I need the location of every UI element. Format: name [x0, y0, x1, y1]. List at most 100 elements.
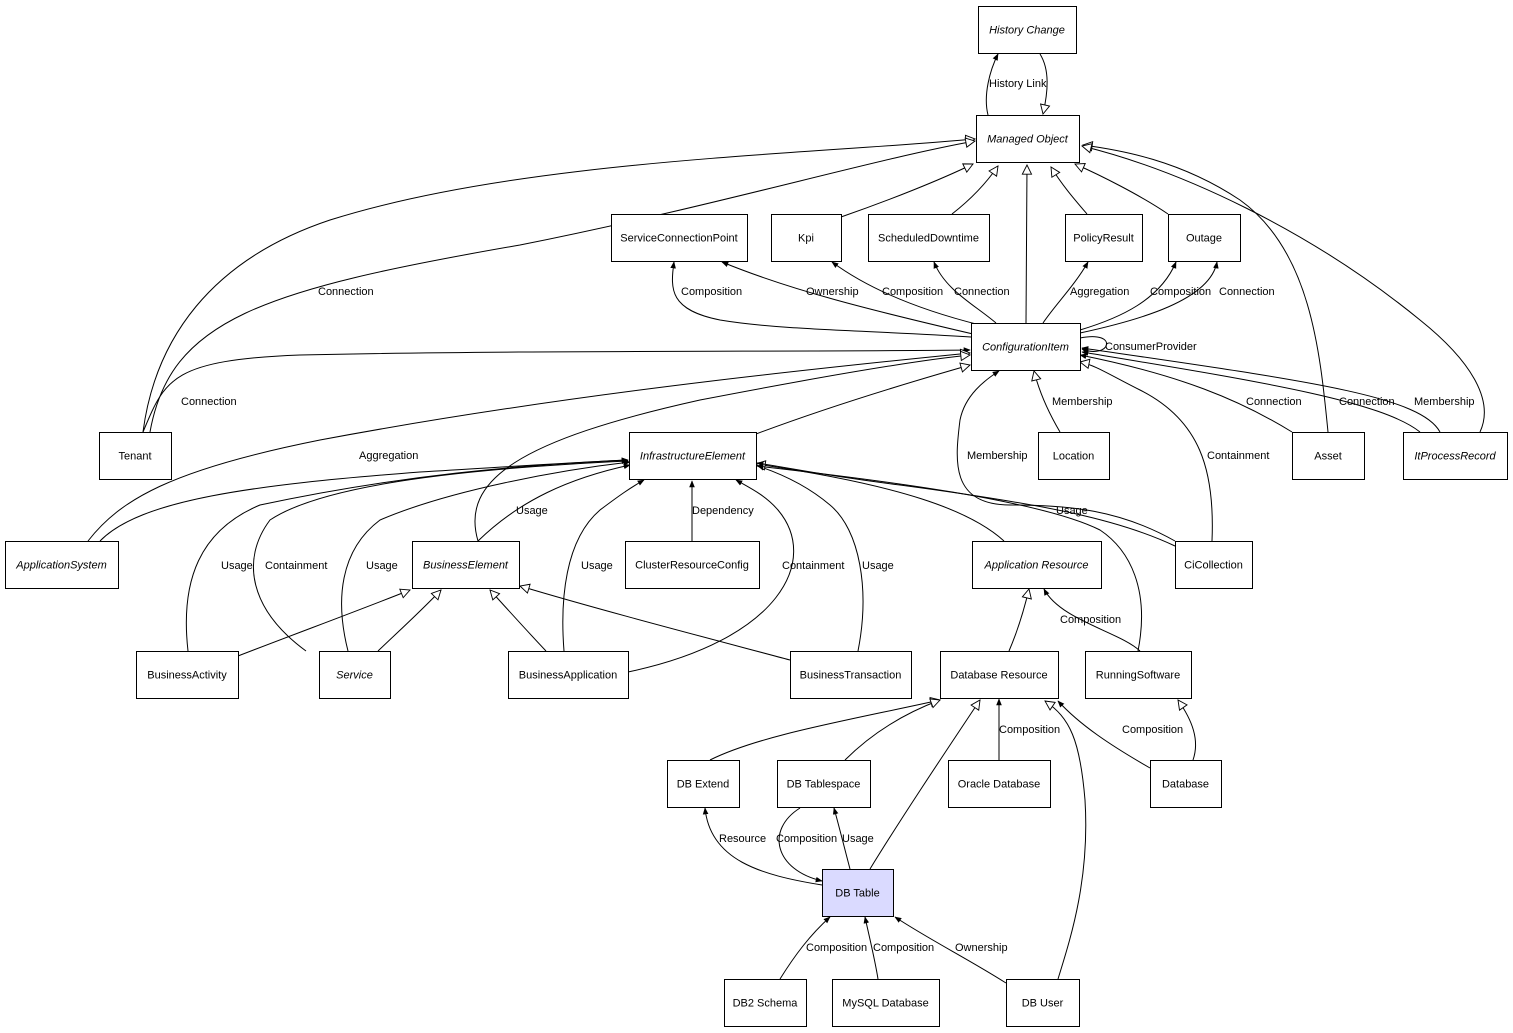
edge-label: Membership — [1052, 396, 1113, 408]
edge-it-process-record-to-configuration-item: Connection — [1081, 350, 1421, 433]
edge-label: Containment — [265, 560, 327, 572]
class-name: InfrastructureElement — [640, 451, 746, 463]
class-name: DB Tablespace — [787, 779, 861, 791]
class-node-cluster-resource-config[interactable]: ClusterResourceConfig — [625, 541, 760, 589]
class-node-asset[interactable]: Asset — [1292, 432, 1365, 480]
class-node-business-activity[interactable]: BusinessActivity — [136, 651, 239, 699]
inheritance-connector — [755, 365, 970, 435]
class-node-policy-result[interactable]: PolicyResult — [1065, 214, 1143, 262]
edge-db-tablespace-to-db-table: Composition — [776, 807, 837, 883]
inheritance-connector — [87, 353, 970, 542]
class-name: BusinessTransaction — [800, 670, 902, 682]
class-node-db-table[interactable]: DB Table — [822, 869, 894, 917]
association-connector — [1081, 346, 1441, 433]
class-node-business-application[interactable]: BusinessApplication — [508, 651, 629, 699]
edge-db-table-to-database-resource — [869, 700, 980, 870]
class-box — [1006, 979, 1080, 1027]
association-connector — [702, 807, 823, 886]
edge-configuration-item-to-scheduled-downtime: Connection — [933, 261, 1010, 324]
edge-label: Connection — [954, 286, 1010, 298]
class-node-configuration-item[interactable]: ConfigurationItem — [971, 323, 1081, 371]
edge-label: Composition — [873, 942, 934, 954]
class-name: Service — [336, 670, 373, 682]
class-box — [972, 541, 1102, 589]
class-node-scheduled-downtime[interactable]: ScheduledDowntime — [868, 214, 990, 262]
class-node-mysql-database[interactable]: MySQL Database — [832, 979, 940, 1027]
inheritance-connector — [490, 590, 547, 652]
class-box — [777, 760, 871, 808]
class-name: Outage — [1186, 233, 1222, 245]
class-box — [1168, 214, 1241, 262]
class-node-tenant[interactable]: Tenant — [99, 432, 172, 480]
class-box — [611, 214, 748, 262]
class-node-managed-object[interactable]: Managed Object — [976, 115, 1080, 163]
association-connector — [627, 479, 795, 673]
class-node-outage[interactable]: Outage — [1168, 214, 1241, 262]
edge-mysql-database-to-db-table: Composition — [863, 916, 934, 980]
class-node-db-tablespace[interactable]: DB Tablespace — [777, 760, 871, 808]
class-node-application-system[interactable]: ApplicationSystem — [5, 541, 119, 589]
class-node-db-extend[interactable]: DB Extend — [667, 760, 740, 808]
class-node-database[interactable]: Database — [1150, 760, 1222, 808]
association-connector — [185, 457, 629, 652]
class-node-running-software[interactable]: RunningSoftware — [1085, 651, 1192, 699]
class-node-business-element[interactable]: BusinessElement — [412, 541, 520, 589]
class-node-it-process-record[interactable]: ItProcessRecord — [1403, 432, 1508, 480]
class-node-ci-collection[interactable]: CiCollection — [1175, 541, 1253, 589]
inheritance-connector — [756, 464, 1005, 542]
edge-configuration-item-to-policy-result: Aggregation — [1042, 261, 1129, 324]
class-node-service[interactable]: Service — [319, 651, 391, 699]
class-box — [822, 869, 894, 917]
class-name: Application Resource — [984, 560, 1089, 572]
inheritance-connector — [951, 166, 998, 215]
edge-db2-schema-to-db-table: Composition — [779, 916, 867, 980]
class-name: Managed Object — [987, 134, 1069, 146]
class-node-db2-schema[interactable]: DB2 Schema — [724, 979, 807, 1027]
edge-configuration-item-to-managed-object — [1026, 165, 1027, 324]
class-name: ConfigurationItem — [982, 342, 1069, 354]
edge-infrastructure-element-to-configuration-item — [755, 365, 970, 435]
class-box — [5, 541, 119, 589]
class-node-location[interactable]: Location — [1038, 432, 1110, 480]
class-node-business-transaction[interactable]: BusinessTransaction — [790, 651, 912, 699]
edge-label: Containment — [782, 560, 844, 572]
edge-configuration-item-to-outage: Composition — [1079, 261, 1211, 331]
edge-tenant-to-managed-object: Connection — [149, 141, 975, 433]
class-node-history-change[interactable]: History Change — [978, 6, 1077, 54]
class-name: DB Extend — [677, 779, 730, 791]
class-node-service-connection-point[interactable]: ServiceConnectionPoint — [611, 214, 748, 262]
edge-db-extend-to-database-resource — [709, 700, 940, 761]
inheritance-connector — [474, 355, 970, 542]
edge-service-to-business-element — [377, 590, 441, 652]
class-node-application-resource[interactable]: Application Resource — [972, 541, 1102, 589]
class-box — [971, 323, 1081, 371]
edge-db-user-to-db-table: Ownership — [894, 916, 1008, 984]
class-node-kpi[interactable]: Kpi — [771, 214, 842, 262]
edge-configuration-item-to-outage: Connection — [1079, 261, 1275, 334]
class-box — [1065, 214, 1143, 262]
edge-running-software-to-application-resource: Composition — [1043, 588, 1141, 652]
edge-label: Connection — [1339, 396, 1395, 408]
association-connector — [341, 459, 631, 652]
inheritance-connector — [149, 141, 975, 433]
edge-history-change-to-managed-object — [1039, 53, 1047, 114]
class-name: MySQL Database — [842, 998, 928, 1010]
class-name: BusinessApplication — [519, 670, 617, 682]
edge-scheduled-downtime-to-managed-object — [951, 166, 998, 215]
association-connector — [142, 347, 971, 433]
edge-label: Usage — [366, 560, 398, 572]
class-node-db-user[interactable]: DB User — [1006, 979, 1080, 1027]
edge-label: Usage — [1056, 505, 1088, 517]
class-box — [1085, 651, 1192, 699]
edge-db-table-to-db-extend: Resource — [702, 807, 823, 886]
class-node-infrastructure-element[interactable]: InfrastructureElement — [629, 432, 757, 480]
class-box — [99, 432, 172, 480]
class-node-database-resource[interactable]: Database Resource — [940, 651, 1059, 699]
edge-location-to-configuration-item: Membership — [1034, 371, 1113, 433]
class-node-oracle-database[interactable]: Oracle Database — [948, 760, 1051, 808]
class-name: PolicyResult — [1073, 233, 1134, 245]
edge-business-activity-to-business-element — [237, 590, 410, 657]
edge-label: Aggregation — [359, 450, 418, 462]
edge-label: History Link — [989, 78, 1047, 90]
